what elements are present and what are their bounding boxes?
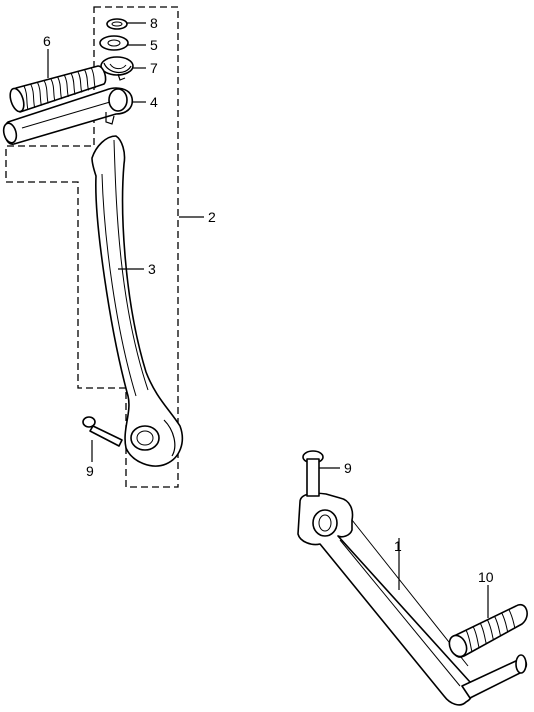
part-9-bolt-upper	[82, 416, 123, 447]
part-1-kick-arm-lower	[297, 492, 528, 706]
peg-groove	[77, 71, 83, 93]
peg-groove	[486, 619, 494, 641]
callout-9-upper: 9	[86, 463, 94, 479]
peg-groove	[57, 76, 63, 100]
peg-groove	[479, 622, 487, 645]
part-8-circlip	[106, 18, 128, 30]
callout-6: 6	[43, 33, 51, 49]
peg-groove	[508, 609, 516, 629]
part-5-washer	[99, 35, 129, 51]
part-6-rubber-peg	[9, 65, 107, 113]
peg-groove	[63, 74, 69, 98]
part-3-kick-arm	[91, 135, 184, 467]
callout-4: 4	[150, 94, 158, 110]
peg-groove	[50, 78, 56, 102]
part-9-bolt-lower	[302, 450, 324, 497]
part-4-pedal-arm	[2, 87, 134, 145]
part-7-spring	[100, 56, 134, 81]
leader-lines	[47, 22, 489, 618]
callout-9-lower: 9	[344, 460, 352, 476]
callout-7: 7	[150, 60, 158, 76]
peg-groove	[70, 73, 76, 95]
callout-5: 5	[150, 37, 158, 53]
callout-10: 10	[478, 569, 494, 585]
peg-groove	[465, 629, 473, 653]
callout-3: 3	[148, 261, 156, 277]
peg-groove	[23, 85, 29, 111]
peg-groove	[501, 612, 509, 633]
peg-groove	[90, 67, 96, 89]
assembly-2-boundary	[5, 6, 179, 488]
peg-groove	[30, 83, 36, 108]
callout-1: 1	[394, 538, 402, 554]
part-10-rubber-peg	[448, 603, 528, 658]
peg-groove	[43, 80, 49, 104]
peg-groove	[37, 82, 42, 106]
peg-groove	[84, 69, 90, 91]
callout-8: 8	[150, 15, 158, 31]
callout-2: 2	[208, 209, 216, 225]
peg-groove	[472, 626, 480, 649]
peg-groove	[494, 616, 502, 637]
